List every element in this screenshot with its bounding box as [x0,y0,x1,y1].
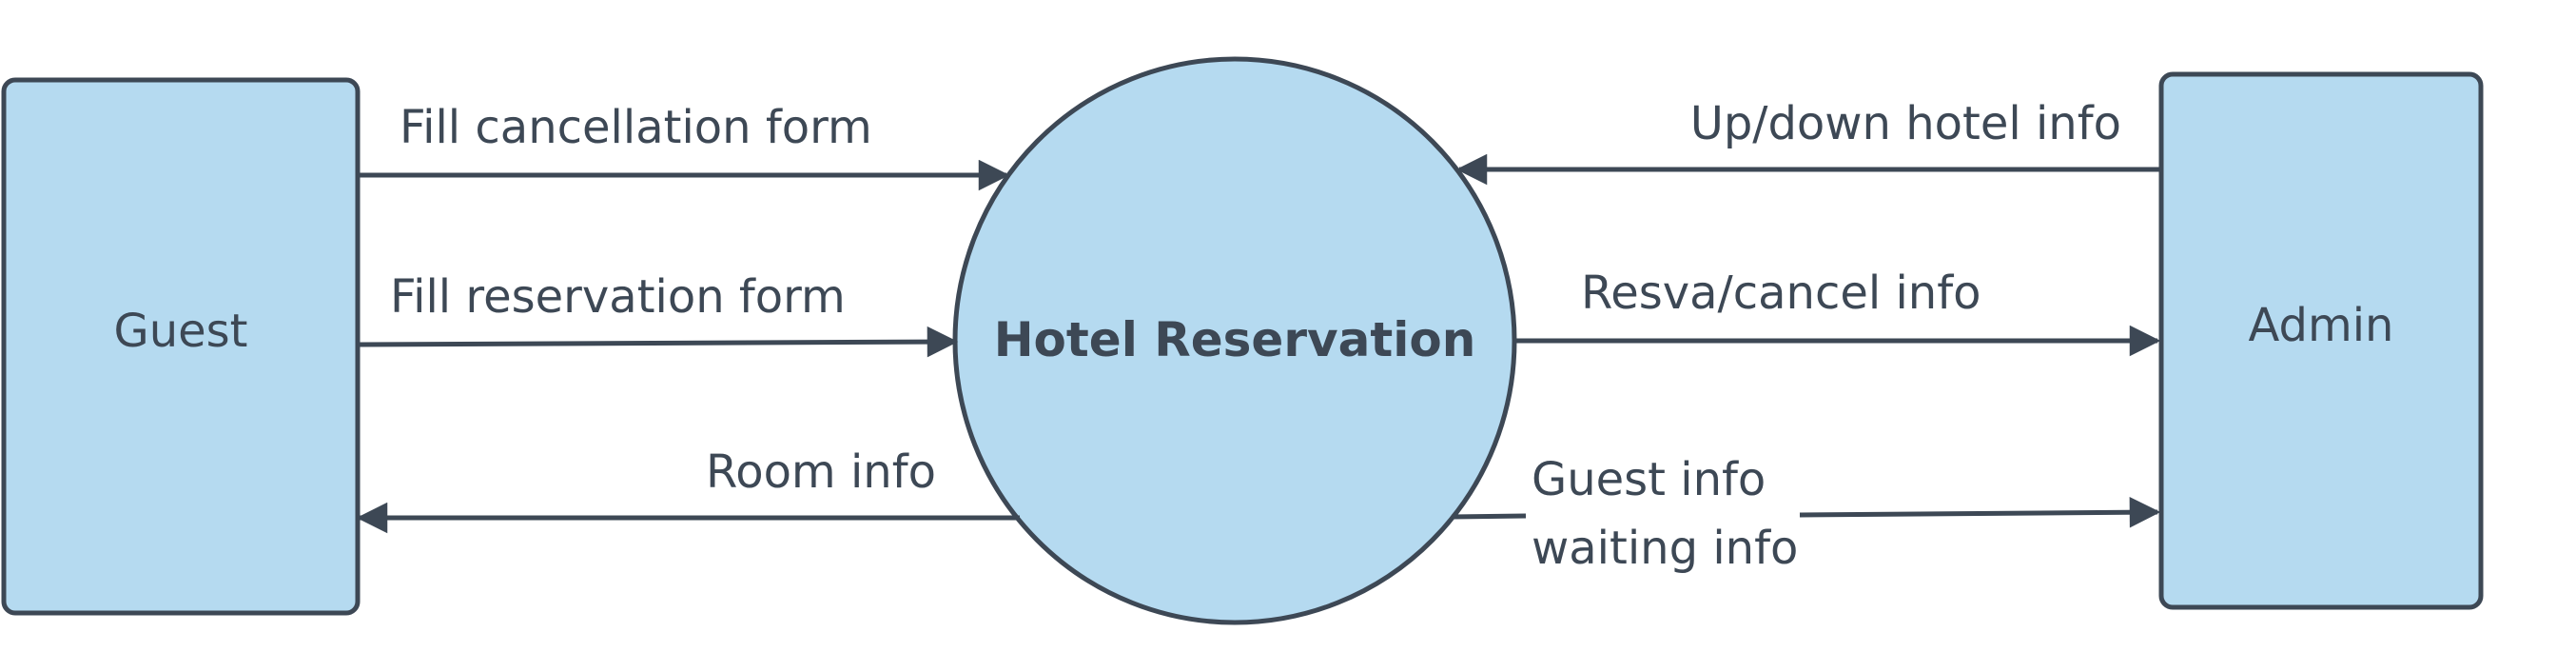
flow-guest-waiting-info-segment [1451,513,1527,520]
admin-label: Admin [2249,299,2394,352]
flow-guest-waiting-info[interactable]: Guest info waiting info [1451,453,2161,575]
admin-box [2158,71,2484,610]
flow-fill-cancellation-label: Fill cancellation form [400,101,872,154]
hotel-reservation-process[interactable]: Hotel Reservation [952,56,1517,625]
flow-up-down-hotel-info[interactable]: Up/down hotel info [1455,97,2161,186]
flow-waiting-info-label: waiting info [1532,522,1798,575]
flow-guest-waiting-info-arrow [1799,496,2161,528]
guest-entity[interactable]: Guest [1,77,361,616]
admin-entity[interactable]: Admin [2158,71,2484,610]
guest-box [1,77,361,616]
flow-fill-reservation-label: Fill reservation form [390,270,846,324]
flow-resva-cancel-info-label: Resva/cancel info [1581,267,1981,320]
flow-fill-cancellation[interactable]: Fill cancellation form [358,101,1010,191]
flow-guest-info-label: Guest info [1532,453,1766,506]
flow-up-down-hotel-info-label: Up/down hotel info [1690,97,2121,150]
flow-fill-reservation[interactable]: Fill reservation form [357,270,959,358]
guest-label: Guest [114,305,248,358]
flow-resva-cancel-info[interactable]: Resva/cancel info [1514,267,2161,357]
process-label: Hotel Reservation [994,312,1476,367]
flow-fill-reservation-arrow [357,326,959,358]
flow-room-info[interactable]: Room info [356,445,1020,534]
flow-room-info-label: Room info [706,445,936,499]
